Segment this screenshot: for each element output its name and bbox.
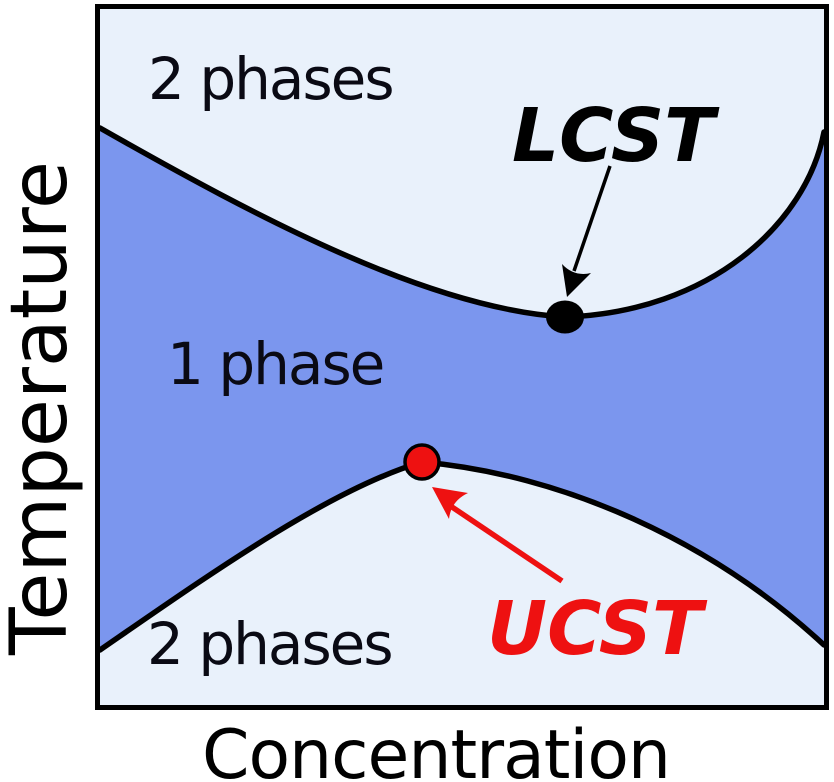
one-phase-region [100, 128, 824, 650]
ucst-arrow-line [450, 504, 564, 584]
ucst-point [403, 443, 441, 481]
y-axis-label: Temperature [0, 160, 85, 656]
region-label-two-phases-bottom: 2 phases [147, 610, 394, 678]
lcst-label: LCST [512, 93, 715, 179]
ucst-label: UCST [487, 586, 703, 672]
lcst-arrowhead-icon [562, 264, 591, 297]
region-label-two-phases-top: 2 phases [148, 45, 395, 113]
plot-frame [95, 4, 829, 710]
lcst-point [546, 300, 584, 334]
phase-diagram-canvas [100, 9, 824, 705]
ucst-arrowhead-icon [432, 487, 468, 519]
x-axis-label: Concentration [201, 716, 671, 782]
region-label-one-phase: 1 phase [167, 330, 385, 398]
lcst-arrow-line [572, 165, 612, 272]
